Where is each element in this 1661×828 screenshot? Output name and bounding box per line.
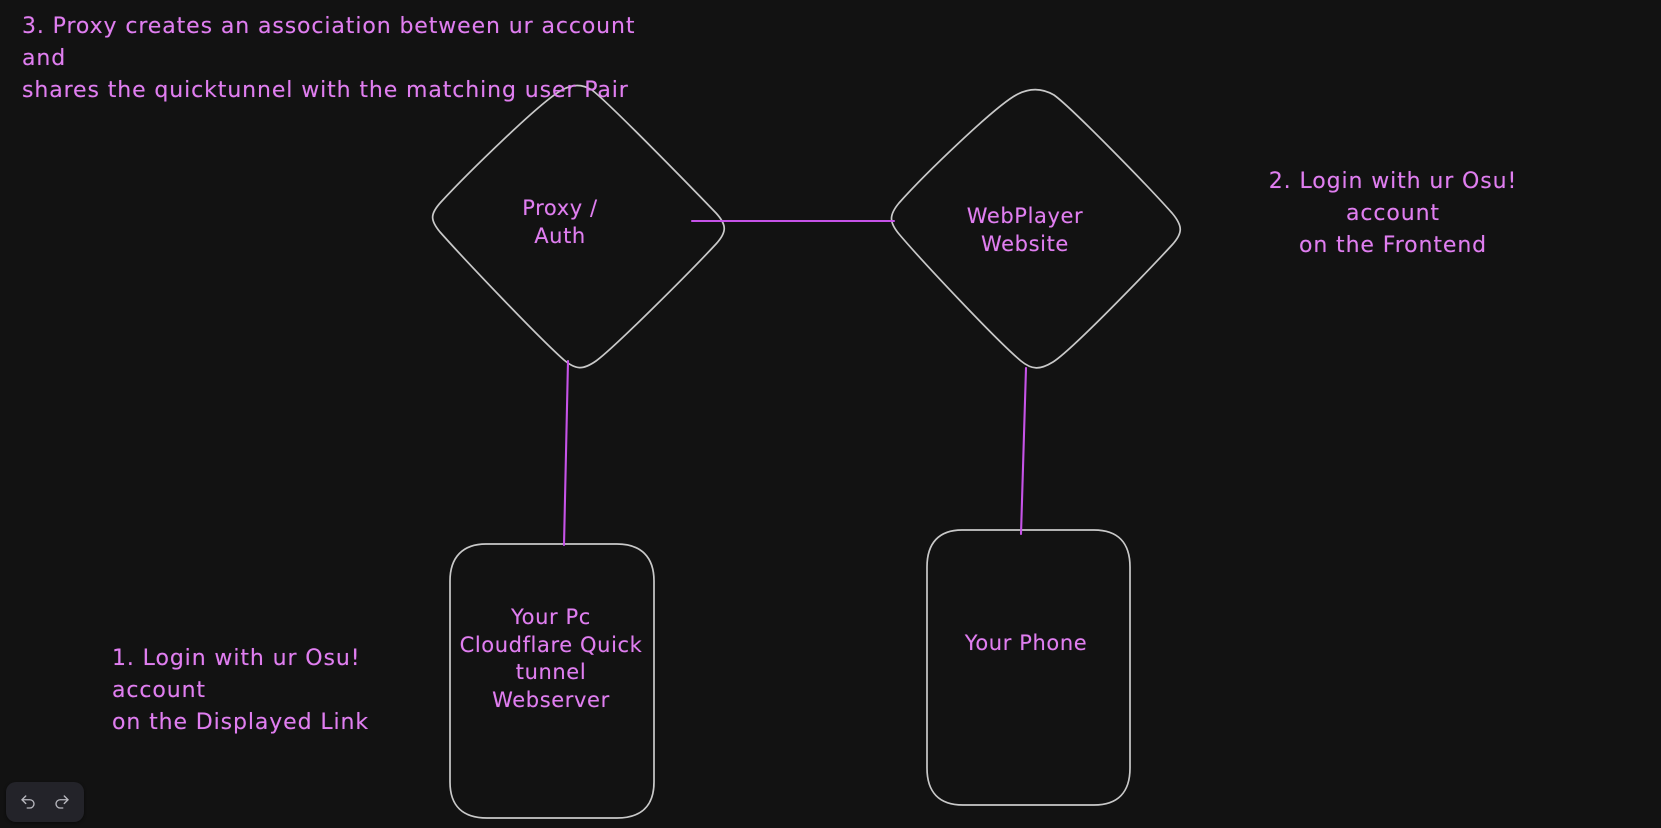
- annotation-step-3: 3. Proxy creates an association between …: [22, 14, 636, 103]
- undo-arrow-icon: [19, 793, 37, 811]
- node-label-your-pc: Your Pc Cloudflare Quick tunnel Webserve…: [459, 605, 643, 713]
- connector-webplayer-to-your-phone: [1019, 366, 1028, 536]
- redo-button[interactable]: [46, 787, 78, 817]
- undo-button[interactable]: [12, 787, 44, 817]
- annotation-step-2: 2. Login with ur Osu! account on the Fro…: [1268, 169, 1518, 258]
- history-toolbar: [6, 782, 84, 822]
- node-label-webplayer-website: WebPlayer Website: [966, 204, 1084, 256]
- redo-arrow-icon: [53, 793, 71, 811]
- node-label-your-phone: Your Phone: [964, 631, 1088, 655]
- shape-rect-your-phone: [926, 529, 1131, 806]
- connector-proxy-to-your-pc: [562, 359, 570, 547]
- node-label-proxy-auth: Proxy / Auth: [522, 196, 598, 248]
- annotation-step-1: 1. Login with ur Osu! account on the Dis…: [112, 646, 370, 735]
